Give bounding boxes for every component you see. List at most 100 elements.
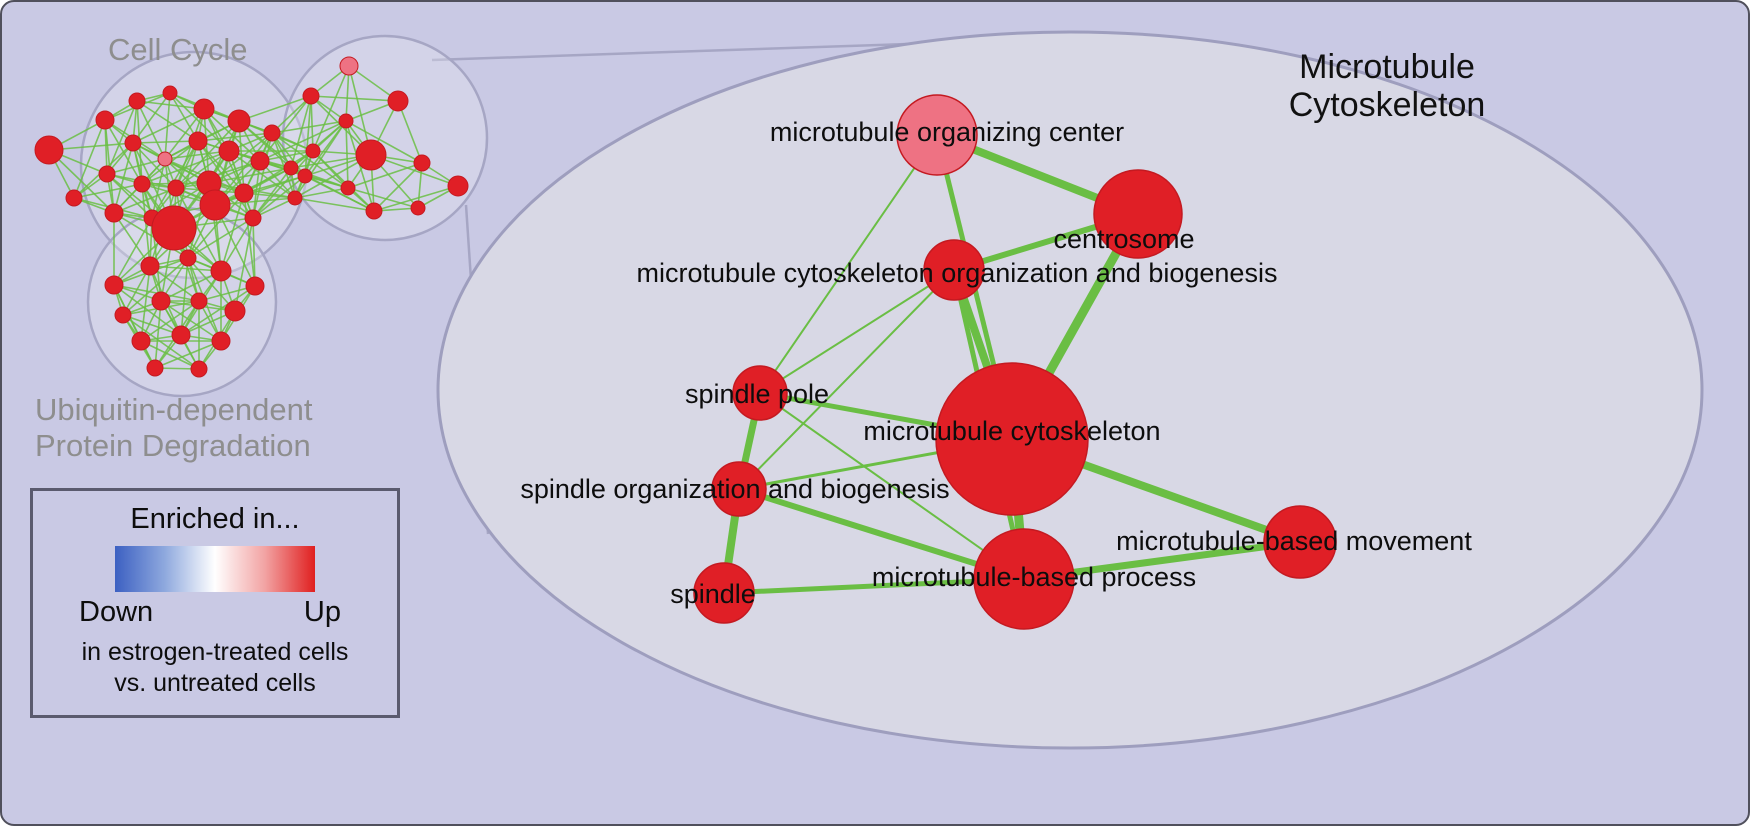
overview-node[interactable] bbox=[338, 113, 354, 129]
node-centrosome[interactable] bbox=[1093, 169, 1183, 259]
legend-box: Enriched in... Down Up in estrogen-treat… bbox=[30, 488, 400, 718]
overview-node[interactable] bbox=[302, 87, 320, 105]
overview-edge bbox=[312, 65, 350, 152]
overview-node[interactable] bbox=[287, 190, 303, 206]
overview-edge bbox=[160, 300, 222, 342]
overview-node[interactable] bbox=[157, 151, 173, 167]
overview-edge bbox=[106, 158, 166, 175]
overview-edge bbox=[252, 167, 292, 219]
overview-node[interactable] bbox=[34, 135, 64, 165]
edge-mcob-spindle_pole bbox=[759, 269, 955, 394]
overview-edge bbox=[175, 187, 222, 272]
overview-node[interactable] bbox=[151, 291, 171, 311]
overview-node[interactable] bbox=[140, 256, 160, 276]
overview-edge bbox=[122, 314, 182, 336]
legend-caption-line1: in estrogen-treated cells bbox=[81, 638, 349, 666]
overview-node[interactable] bbox=[95, 110, 115, 130]
overview-edge bbox=[132, 108, 205, 144]
overview-edge bbox=[397, 100, 423, 164]
overview-node[interactable] bbox=[193, 98, 215, 120]
overview-node[interactable] bbox=[387, 90, 409, 112]
overview-edge bbox=[304, 120, 347, 177]
overview-node[interactable] bbox=[146, 359, 164, 377]
overview-node[interactable] bbox=[244, 209, 262, 227]
overview-node[interactable] bbox=[190, 292, 208, 310]
overview-node[interactable] bbox=[245, 276, 265, 296]
overview-edge bbox=[252, 217, 256, 287]
overview-edge bbox=[208, 132, 273, 184]
overview-edge bbox=[132, 142, 177, 189]
overview-edge bbox=[312, 150, 349, 189]
overview-node[interactable] bbox=[410, 200, 426, 216]
node-spindle[interactable] bbox=[693, 562, 755, 624]
node-spindle_pole[interactable] bbox=[732, 365, 788, 421]
legend-caption-line2: vs. untreated cells bbox=[114, 669, 316, 697]
overview-node[interactable] bbox=[104, 203, 124, 223]
overview-node[interactable] bbox=[124, 134, 142, 152]
overview-edge bbox=[271, 95, 312, 134]
overview-edge bbox=[373, 162, 423, 212]
overview-node[interactable] bbox=[218, 140, 240, 162]
overview-node[interactable] bbox=[171, 325, 191, 345]
overview-edge bbox=[180, 285, 256, 336]
overview-node[interactable] bbox=[227, 109, 251, 133]
node-moc[interactable] bbox=[896, 94, 978, 176]
overview-node[interactable] bbox=[283, 160, 299, 176]
node-label-mbp: microtubule-based process bbox=[872, 562, 1196, 592]
overview-node[interactable] bbox=[128, 92, 146, 110]
overview-node[interactable] bbox=[190, 360, 208, 378]
overview-node[interactable] bbox=[133, 175, 151, 193]
overview-node[interactable] bbox=[162, 85, 178, 101]
overview-node[interactable] bbox=[179, 249, 197, 267]
overview-node[interactable] bbox=[98, 165, 116, 183]
overview-node[interactable] bbox=[224, 300, 246, 322]
overview-edge bbox=[73, 183, 143, 199]
overview-node[interactable] bbox=[211, 331, 231, 351]
overview-node[interactable] bbox=[355, 139, 387, 171]
main-cluster-title-line1: Microtubule bbox=[1299, 48, 1475, 86]
node-label-mbm: microtubule-based movement bbox=[1116, 526, 1472, 556]
overview-node[interactable] bbox=[188, 131, 208, 151]
overview-node[interactable] bbox=[104, 275, 124, 295]
overview-node[interactable] bbox=[413, 154, 431, 172]
node-mc[interactable] bbox=[935, 362, 1089, 516]
overview-node[interactable] bbox=[447, 175, 469, 197]
node-label-mcob: microtubule cytoskeleton organization an… bbox=[637, 258, 1278, 288]
overview-node[interactable] bbox=[199, 189, 231, 221]
legend-caption: in estrogen-treated cells vs. untreated … bbox=[33, 637, 397, 699]
overview-node[interactable] bbox=[234, 183, 254, 203]
overview-edge bbox=[271, 132, 296, 199]
overview-edge bbox=[347, 187, 419, 209]
cluster-label-ubiquitin-line1: Ubiquitin-dependent bbox=[35, 392, 313, 427]
overview-edge bbox=[136, 100, 166, 160]
overview-edge bbox=[180, 257, 189, 336]
overview-node[interactable] bbox=[340, 180, 356, 196]
overview-node[interactable] bbox=[297, 168, 313, 184]
node-mcob[interactable] bbox=[923, 239, 985, 301]
overview-node[interactable] bbox=[151, 205, 197, 251]
overview-node[interactable] bbox=[263, 124, 281, 142]
overview-edge bbox=[73, 119, 106, 199]
overview-edge bbox=[220, 192, 245, 272]
overview-node[interactable] bbox=[210, 260, 232, 282]
overview-node[interactable] bbox=[114, 306, 132, 324]
overview-node[interactable] bbox=[167, 179, 185, 197]
overview-edge bbox=[304, 95, 312, 177]
node-mbm[interactable] bbox=[1263, 505, 1337, 579]
legend-title: Enriched in... bbox=[130, 503, 300, 535]
overview-edge bbox=[310, 95, 399, 102]
overview-edge bbox=[149, 265, 200, 302]
overview-node[interactable] bbox=[65, 189, 83, 207]
overview-node[interactable] bbox=[250, 151, 270, 171]
overview-edge bbox=[234, 217, 254, 312]
overview-node[interactable] bbox=[131, 331, 151, 351]
overview-node[interactable] bbox=[365, 202, 383, 220]
overview-edge bbox=[238, 95, 312, 122]
overview-node[interactable] bbox=[305, 143, 321, 159]
overview-node[interactable] bbox=[339, 56, 359, 76]
node-mbp[interactable] bbox=[973, 528, 1075, 630]
overview-edge bbox=[140, 340, 200, 370]
node-sob[interactable] bbox=[711, 461, 767, 517]
overview-edge bbox=[214, 175, 306, 206]
